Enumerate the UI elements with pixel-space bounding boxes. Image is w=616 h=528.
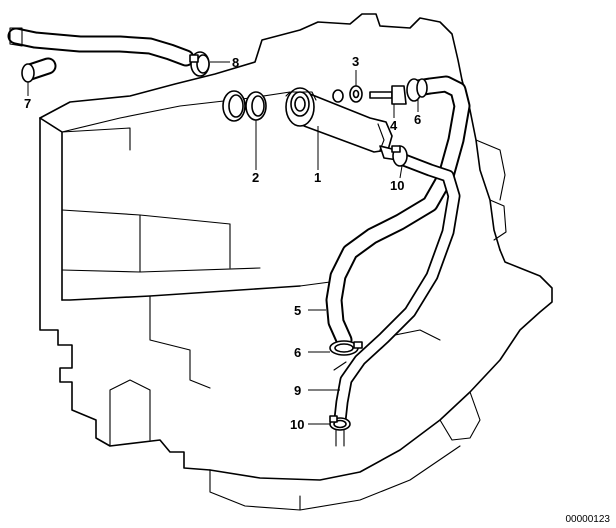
hose-clamp-10-top [391, 145, 408, 167]
hose-5 [325, 75, 471, 349]
callout-6-mid: 6 [294, 345, 301, 360]
oil-separator-1 [285, 87, 399, 161]
callout-3: 3 [352, 54, 359, 69]
document-id: 00000123 [566, 514, 611, 525]
callout-4: 4 [390, 118, 398, 133]
callout-2: 2 [252, 170, 259, 185]
callout-10-bottom: 10 [290, 417, 304, 432]
callout-labels: 1 2 3 4 5 6 6 7 8 9 10 10 [24, 54, 421, 432]
washer-3 [332, 85, 363, 103]
callout-9: 9 [294, 383, 301, 398]
callout-10-top: 10 [390, 178, 404, 193]
callout-6-top: 6 [414, 112, 421, 127]
hose-7 [7, 27, 195, 83]
gasket-ring-2 [222, 90, 267, 122]
leader-lines [27, 61, 419, 425]
hose-clamp-8 [189, 51, 210, 77]
hollow-bolt-4 [369, 85, 407, 105]
hose-9 [333, 153, 461, 427]
callout-7: 7 [24, 96, 31, 111]
engine-block [39, 13, 553, 511]
hose-clamp-6 [329, 340, 363, 356]
callout-8: 8 [232, 55, 239, 70]
callout-1: 1 [314, 170, 321, 185]
callout-5: 5 [294, 303, 301, 318]
hose-clamp-10-bottom [329, 415, 351, 447]
